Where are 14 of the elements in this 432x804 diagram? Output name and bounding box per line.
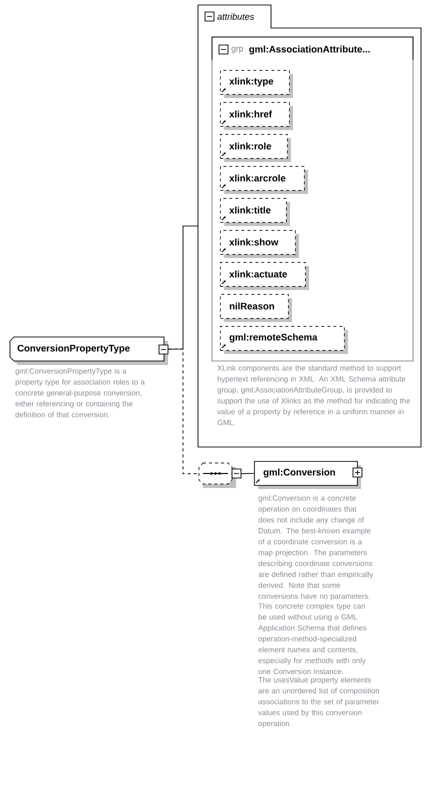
- type-box: ConversionPropertyType: [10, 336, 168, 365]
- attribute-box: gml:remoteSchema: [220, 326, 348, 354]
- connector-line: [168, 348, 200, 474]
- attribute-box: xlink:role: [220, 134, 291, 162]
- attribute-box: xlink:href: [220, 102, 293, 130]
- element-box: gml:Conversion: [254, 461, 362, 489]
- attribute-box: xlink:show: [220, 230, 299, 258]
- attribute-box: nilReason: [220, 294, 292, 322]
- attribute-box: xlink:type: [220, 70, 293, 98]
- attribute-box: xlink:title: [220, 198, 290, 226]
- sequence-compositor: [198, 462, 242, 488]
- attribute-box: xlink:actuate: [220, 262, 309, 290]
- attribute-box: xlink:arcrole: [220, 166, 308, 194]
- connector-line: [241, 473, 254, 474]
